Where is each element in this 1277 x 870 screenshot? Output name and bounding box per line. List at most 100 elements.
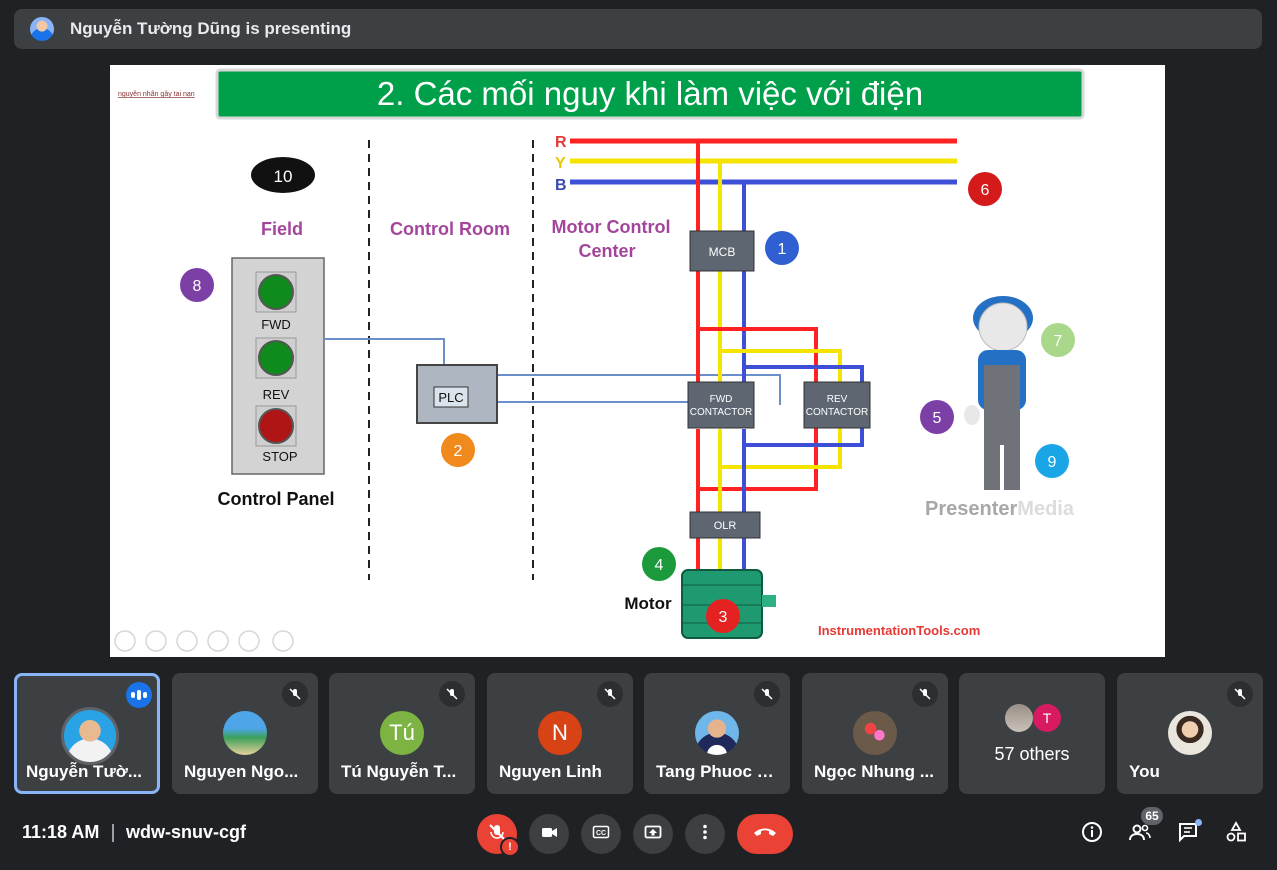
participant-tile[interactable]: Nguyen Ngo... [172, 673, 318, 794]
more-options-button[interactable] [685, 814, 725, 854]
label-control-room: Control Room [390, 219, 510, 239]
participant-name: Nguyen Linh [499, 762, 602, 781]
present-button[interactable] [633, 814, 673, 854]
motor-label: Motor [624, 594, 672, 613]
presenter-avatar [30, 17, 54, 41]
marker-5: 5 [933, 410, 942, 427]
presenting-banner: Nguyễn Tường Dũng is presenting [14, 9, 1262, 49]
mic-off-icon [1227, 681, 1253, 707]
avatar [853, 711, 897, 755]
mic-toggle-button[interactable]: ! [477, 814, 520, 857]
participant-strip: Nguyễn Tườ... Nguyen Ngo... Tú Tú Nguyễn… [14, 673, 1264, 794]
participant-tile[interactable]: Tang Phuoc T... [644, 673, 790, 794]
captions-button[interactable]: CC [581, 814, 621, 854]
leave-call-button[interactable] [737, 814, 793, 854]
credit-text: InstrumentationTools.com [818, 623, 980, 638]
avatar: T [1033, 704, 1061, 732]
mcb-label: MCB [709, 245, 736, 259]
marker-2: 2 [454, 443, 463, 460]
unread-dot [1195, 819, 1202, 826]
olr-label: OLR [714, 520, 737, 532]
participant-name: You [1129, 762, 1160, 781]
label-mcc-2: Center [578, 241, 635, 261]
participant-name: Nguyen Ngo... [184, 762, 299, 781]
marker-4: 4 [655, 557, 664, 574]
olr-box [689, 511, 761, 539]
marker-8: 8 [193, 278, 202, 295]
others-count: 57 others [994, 744, 1070, 764]
mic-off-icon [487, 822, 507, 847]
chat-button[interactable] [1172, 818, 1204, 850]
mcb-box [689, 230, 755, 272]
participant-tile[interactable]: Tú Tú Nguyễn T... [329, 673, 475, 794]
svg-text:CC: CC [596, 830, 606, 837]
avatar: Tú [380, 711, 424, 755]
mic-off-icon [439, 681, 465, 707]
avatar [1168, 711, 1212, 755]
avatar [223, 711, 267, 755]
marker-6: 6 [981, 182, 990, 199]
meeting-code[interactable]: wdw-snuv-cgf [126, 822, 246, 842]
phase-y: Y [555, 155, 566, 172]
speaking-indicator-icon [126, 682, 152, 708]
chat-icon [1177, 821, 1199, 848]
stop-label: STOP [262, 449, 297, 464]
label-mcc-1: Motor Control [552, 217, 671, 237]
rev-label: REV [263, 387, 290, 402]
others-tile[interactable]: T 57 others [959, 673, 1105, 794]
captions-icon: CC [591, 822, 611, 847]
participant-tile[interactable]: Ngọc Nhung ... [802, 673, 948, 794]
shared-slide: 2. Các mối nguy khi làm việc với điện ng… [110, 65, 1165, 657]
mic-off-icon [754, 681, 780, 707]
bottom-toolbar: 11:18 AM wdw-snuv-cgf ! CC 65 [0, 800, 1277, 870]
rev-contactor-l2: CONTACTOR [806, 407, 868, 418]
clock: 11:18 AM [22, 822, 100, 842]
alert-icon: ! [500, 837, 520, 857]
more-icon [695, 822, 715, 847]
fwd-label: FWD [261, 317, 291, 332]
watermark: PresenterMedia [925, 498, 1075, 520]
slide-title: 2. Các mối nguy khi làm việc với điện [377, 75, 923, 112]
participant-name: Tang Phuoc T... [656, 762, 778, 781]
present-icon [643, 822, 663, 847]
participant-name: Ngọc Nhung ... [814, 762, 934, 781]
avatar [695, 711, 739, 755]
phase-r: R [555, 134, 567, 151]
control-panel-label: Control Panel [217, 489, 334, 509]
mic-off-icon [282, 681, 308, 707]
mic-off-icon [597, 681, 623, 707]
marker-3: 3 [719, 609, 728, 626]
marker-7: 7 [1054, 333, 1063, 350]
fwd-contactor-l2: CONTACTOR [690, 407, 752, 418]
slide-nav-controls [114, 630, 294, 652]
hangup-icon [753, 825, 777, 843]
title-bar [215, 68, 1085, 120]
label-field: Field [261, 219, 303, 239]
marker-1: 1 [778, 241, 787, 258]
fwd-contactor-l1: FWD [710, 394, 733, 405]
camera-toggle-button[interactable] [529, 814, 569, 854]
rev-contactor-l1: REV [827, 394, 848, 405]
people-button[interactable] [1124, 818, 1156, 850]
self-tile[interactable]: You [1117, 673, 1263, 794]
participant-name: Tú Nguyễn T... [341, 762, 457, 781]
activities-button[interactable] [1220, 818, 1252, 850]
avatar [61, 707, 119, 765]
presenting-text: Nguyễn Tường Dũng is presenting [70, 19, 352, 38]
activities-icon [1225, 820, 1247, 848]
people-count-badge: 65 [1141, 807, 1163, 825]
phase-b: B [555, 177, 567, 194]
rev-contactor-box [803, 381, 871, 429]
plc-label: PLC [438, 390, 463, 405]
meeting-details-button[interactable] [1076, 818, 1108, 850]
participant-tile[interactable]: Nguyễn Tườ... [14, 673, 160, 794]
worker-figure [964, 296, 1033, 490]
participant-name: Nguyễn Tườ... [26, 762, 143, 781]
corner-link: nguyên nhân gây tai nạn [118, 91, 195, 98]
marker-10: 10 [274, 167, 293, 186]
divider [112, 824, 114, 842]
avatar: N [538, 711, 582, 755]
avatar [1005, 704, 1033, 732]
participant-tile[interactable]: N Nguyen Linh [487, 673, 633, 794]
mic-off-icon [912, 681, 938, 707]
